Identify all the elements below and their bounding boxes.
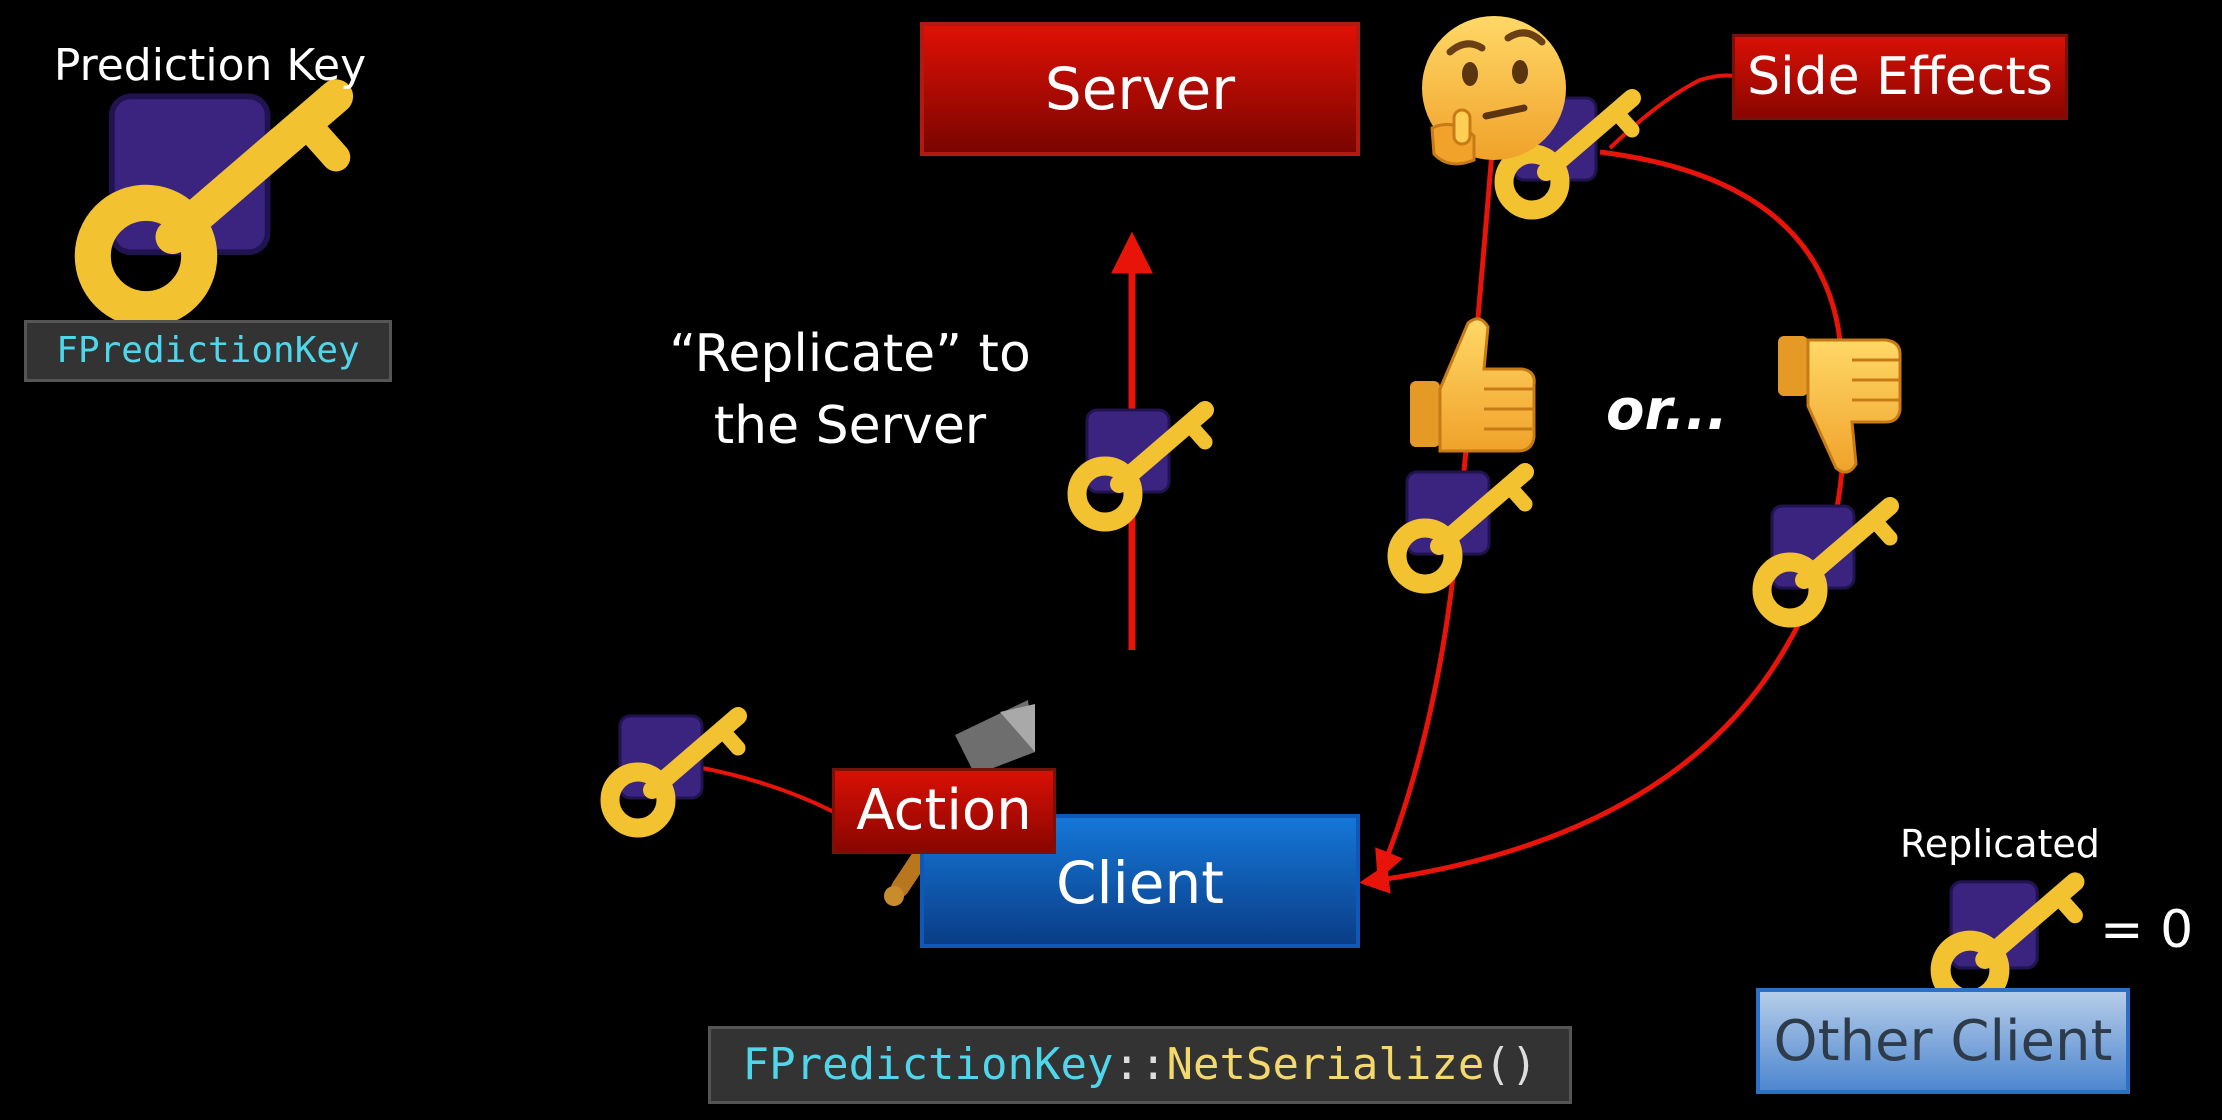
action-link	[691, 764, 835, 814]
code-parens: ()	[1484, 1039, 1538, 1090]
legend-key-icon	[93, 96, 336, 309]
replicated-key-icon	[1941, 882, 2075, 1000]
key-icon	[1762, 506, 1890, 618]
replicate-caption-line2: the Server	[713, 396, 987, 456]
side-effects-box: Side Effects	[1732, 34, 2068, 120]
legend-type-label: FPredictionKey	[24, 320, 392, 382]
legend-title: Prediction Key	[53, 40, 367, 91]
thumbs-down-icon	[1778, 336, 1902, 474]
server-box: Server	[920, 22, 1360, 156]
equals-zero-label: = 0	[2100, 900, 2194, 960]
key-icon	[1397, 472, 1525, 584]
or-label: or...	[1606, 378, 1728, 443]
thinking-face-icon	[1422, 16, 1566, 166]
other-client-box: Other Client	[1756, 988, 2130, 1094]
action-box: Action	[832, 768, 1056, 854]
replicate-caption: “Replicate” to the Server	[600, 318, 1100, 462]
code-separator: ::	[1113, 1039, 1167, 1090]
code-type: FPredictionKey	[742, 1039, 1114, 1090]
replicated-label: Replicated	[1900, 822, 2100, 866]
code-function: NetSerialize	[1166, 1039, 1485, 1090]
replicate-caption-line1: “Replicate” to	[669, 324, 1031, 384]
thumbs-up-icon	[1410, 317, 1536, 453]
net-serialize-code: FPredictionKey::NetSerialize()	[708, 1026, 1572, 1104]
